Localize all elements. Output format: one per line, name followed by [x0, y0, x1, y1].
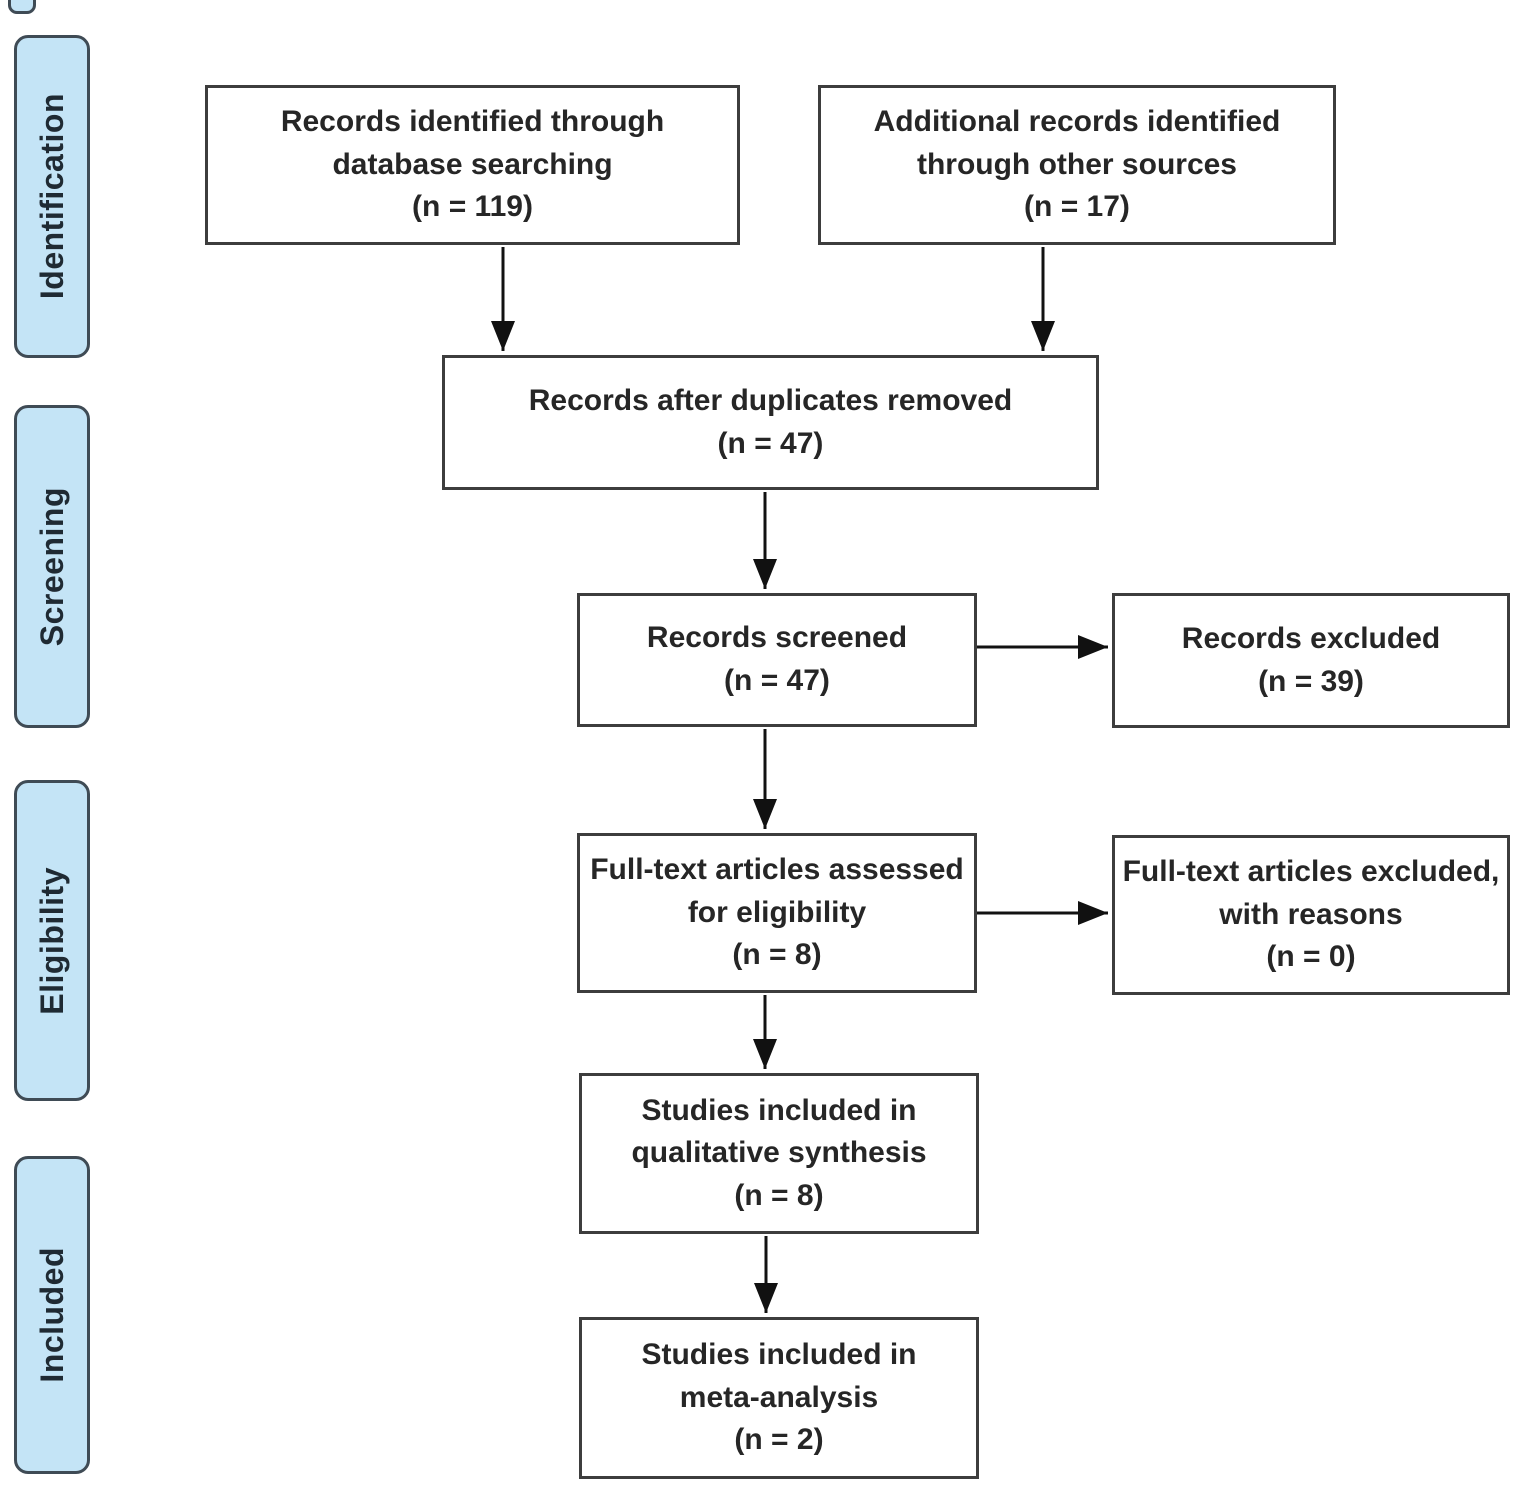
stage-identification: Identification	[14, 35, 90, 358]
box-duplicates-removed: Records after duplicates removed (n = 47…	[442, 355, 1099, 490]
stage-included: Included	[14, 1156, 90, 1474]
box-records-identified-text: Records identified through database sear…	[280, 105, 665, 224]
box-fulltext-excluded: Full-text articles excluded, with reason…	[1112, 835, 1510, 995]
box-additional-records: Additional records identified through ot…	[818, 85, 1336, 245]
stage-screening: Screening	[14, 405, 90, 728]
box-fulltext-assessed-text: Full-text articles assessed for eligibil…	[590, 853, 964, 972]
stage-included-label: Included	[33, 1247, 70, 1383]
box-meta-analysis-text: Studies included in meta-analysis (n = 2…	[641, 1338, 917, 1457]
box-records-screened-text: Records screened (n = 47)	[646, 621, 908, 697]
box-records-excluded-text: Records excluded (n = 39)	[1181, 621, 1441, 698]
box-meta-analysis: Studies included in meta-analysis (n = 2…	[579, 1317, 979, 1479]
box-qualitative-synthesis-text: Studies included in qualitative synthesi…	[631, 1093, 927, 1212]
box-records-screened: Records screened (n = 47)	[577, 593, 977, 727]
box-fulltext-assessed: Full-text articles assessed for eligibil…	[577, 833, 977, 993]
stage-identification-label: Identification	[33, 93, 70, 300]
stage-eligibility: Eligibility	[14, 780, 90, 1101]
box-records-identified: Records identified through database sear…	[205, 85, 740, 245]
box-qualitative-synthesis: Studies included in qualitative synthesi…	[579, 1073, 979, 1234]
box-records-excluded: Records excluded (n = 39)	[1112, 593, 1510, 728]
stage-screening-label: Screening	[33, 486, 70, 647]
stage-box-fragment	[8, 0, 36, 14]
box-fulltext-excluded-text: Full-text articles excluded, with reason…	[1122, 855, 1500, 974]
box-additional-records-text: Additional records identified through ot…	[873, 105, 1281, 224]
box-duplicates-removed-text: Records after duplicates removed (n = 47…	[528, 383, 1013, 460]
stage-eligibility-label: Eligibility	[33, 866, 70, 1015]
